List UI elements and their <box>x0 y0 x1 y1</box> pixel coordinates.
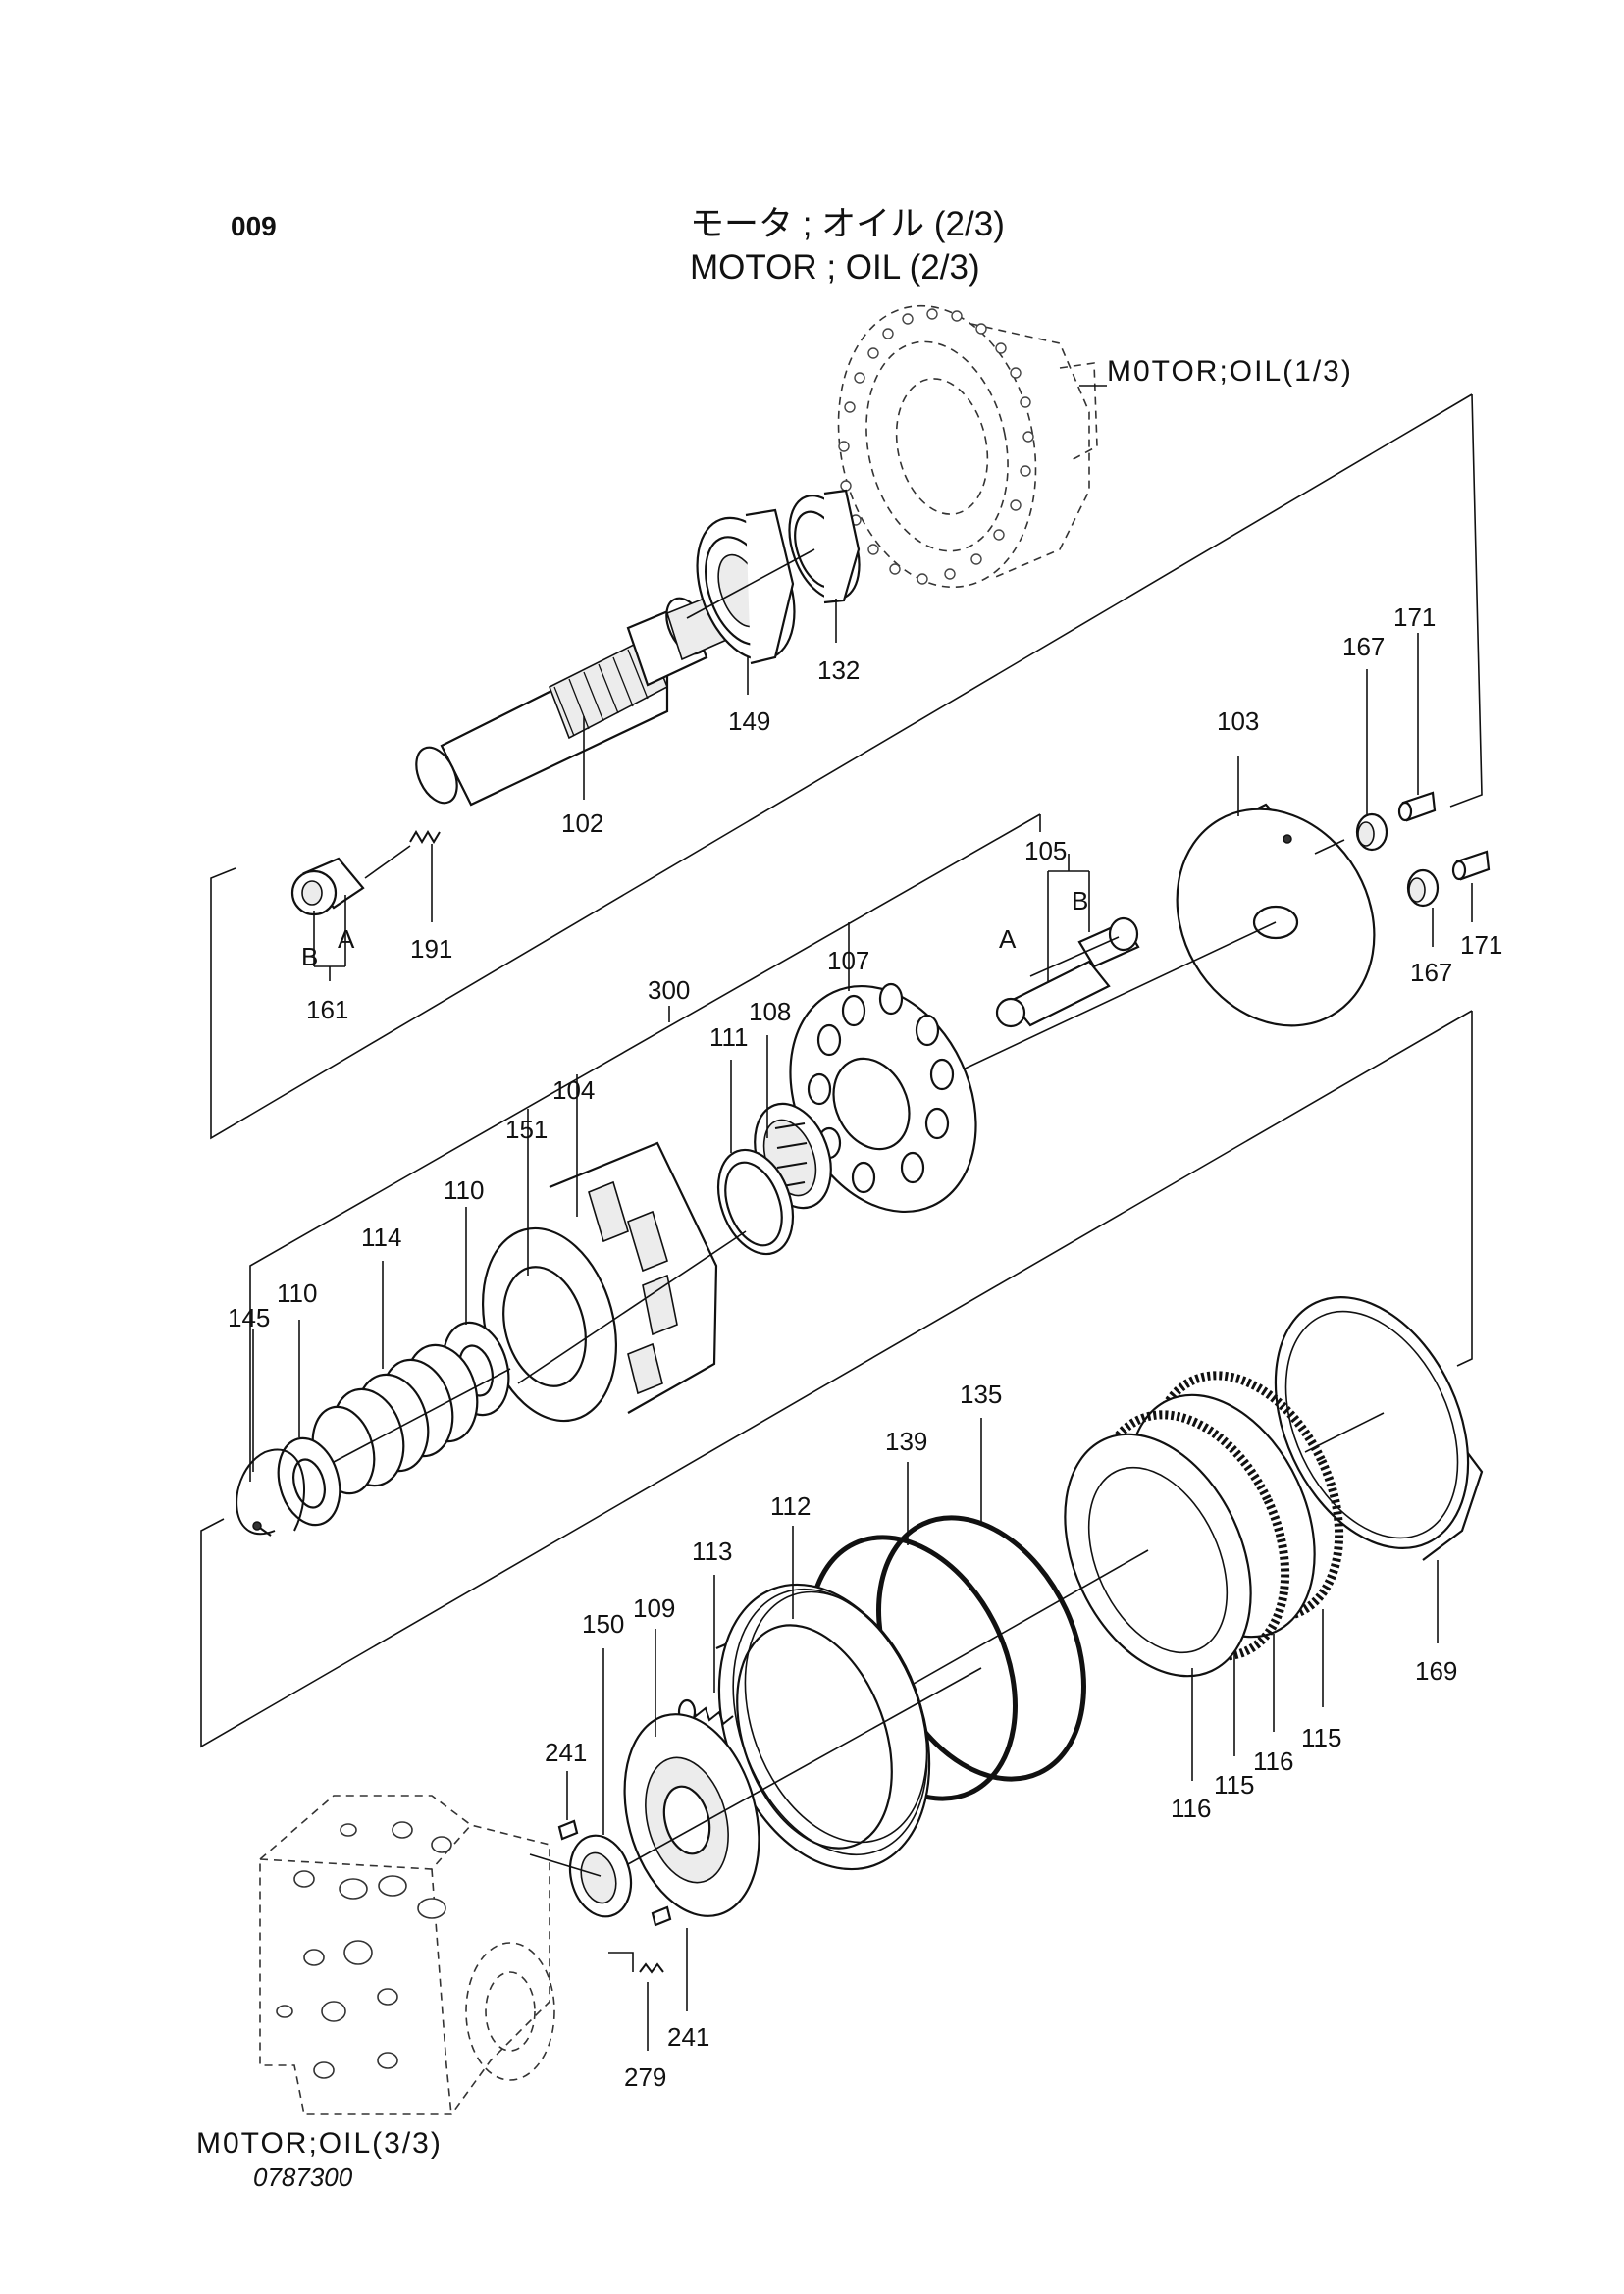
part-107-valve-plate <box>789 982 977 1214</box>
part-279-screw <box>639 1962 664 1974</box>
part-167-plug-lower <box>1406 868 1440 908</box>
label-135: 135 <box>960 1380 1002 1409</box>
part-149-bearing <box>696 508 796 665</box>
title-japanese: モータ ; オイル (2/3) <box>690 205 1005 243</box>
label-111: 111 <box>709 1022 749 1052</box>
part-132-seal <box>788 489 861 604</box>
label-171-upper: 171 <box>1393 602 1436 632</box>
label-112: 112 <box>770 1491 811 1521</box>
label-167-upper: 167 <box>1342 632 1385 661</box>
part-161-plug <box>290 857 365 916</box>
label-114: 114 <box>361 1223 401 1252</box>
part-114-spring <box>311 1343 479 1495</box>
document-number: 0787300 <box>253 2163 353 2192</box>
label-102: 102 <box>561 808 603 838</box>
part-110-washer-lower <box>277 1436 341 1527</box>
label-104: 104 <box>552 1075 595 1105</box>
label-115-rear: 115 <box>1301 1723 1341 1752</box>
label-161: 161 <box>306 995 348 1024</box>
part-171-pin-lower <box>1451 850 1491 881</box>
part-102-shaft <box>415 592 732 807</box>
reference-motor-oil-1-3: M0TOR;OIL(1/3) <box>1107 355 1353 388</box>
part-191-spring <box>409 830 441 844</box>
label-191: 191 <box>410 934 452 964</box>
label-105-B: B <box>1072 886 1088 915</box>
label-113: 113 <box>692 1537 732 1566</box>
label-110-lower: 110 <box>277 1278 317 1308</box>
label-105: 105 <box>1024 836 1067 865</box>
label-171-lower: 171 <box>1460 930 1502 960</box>
label-108: 108 <box>749 997 791 1026</box>
label-103: 103 <box>1217 706 1259 736</box>
label-132: 132 <box>817 655 860 685</box>
part-112-brake-piston <box>715 1583 931 1871</box>
label-151: 151 <box>505 1115 548 1144</box>
label-241-lower: 241 <box>667 2022 709 2052</box>
valve-block-3-3-ghost <box>259 1795 602 2115</box>
label-110-upper: 110 <box>444 1175 484 1205</box>
part-105-spool <box>995 916 1140 1028</box>
label-169: 169 <box>1415 1656 1457 1686</box>
label-116-front: 116 <box>1171 1794 1211 1823</box>
label-300: 300 <box>648 975 690 1005</box>
reference-motor-oil-3-3: M0TOR;OIL(3/3) <box>196 2127 443 2160</box>
label-116-rear: 116 <box>1253 1747 1293 1776</box>
label-279: 279 <box>624 2062 666 2092</box>
label-150: 150 <box>582 1609 624 1639</box>
title-english: MOTOR ; OIL (2/3) <box>690 248 980 287</box>
page-number: 009 <box>231 211 277 241</box>
label-109: 109 <box>633 1593 675 1623</box>
part-111-ring <box>717 1148 794 1256</box>
label-107: 107 <box>827 946 869 975</box>
label-115-front: 115 <box>1214 1770 1254 1799</box>
part-109-plate <box>623 1713 760 1917</box>
part-171-pin-upper <box>1397 791 1437 822</box>
part-241-pin-upper <box>557 1819 579 1841</box>
label-139: 139 <box>885 1427 927 1456</box>
housing-1-3-ghost <box>837 304 1098 589</box>
label-149: 149 <box>728 706 770 736</box>
part-115-116-disk-stack <box>1064 1371 1344 1678</box>
label-145: 145 <box>228 1303 270 1332</box>
part-169-separator-plate <box>1274 1296 1484 1561</box>
part-104-cylinder-block <box>481 1141 718 1423</box>
label-167-lower: 167 <box>1410 958 1452 987</box>
label-161-A: A <box>338 924 355 954</box>
label-105-A: A <box>999 924 1017 954</box>
part-167-plug-upper <box>1355 812 1388 852</box>
part-241-pin-lower <box>651 1905 672 1927</box>
part-145-snap-ring <box>236 1448 305 1537</box>
part-103-plate <box>1176 803 1376 1027</box>
label-161-B: B <box>301 942 318 971</box>
label-241-upper: 241 <box>545 1738 587 1767</box>
